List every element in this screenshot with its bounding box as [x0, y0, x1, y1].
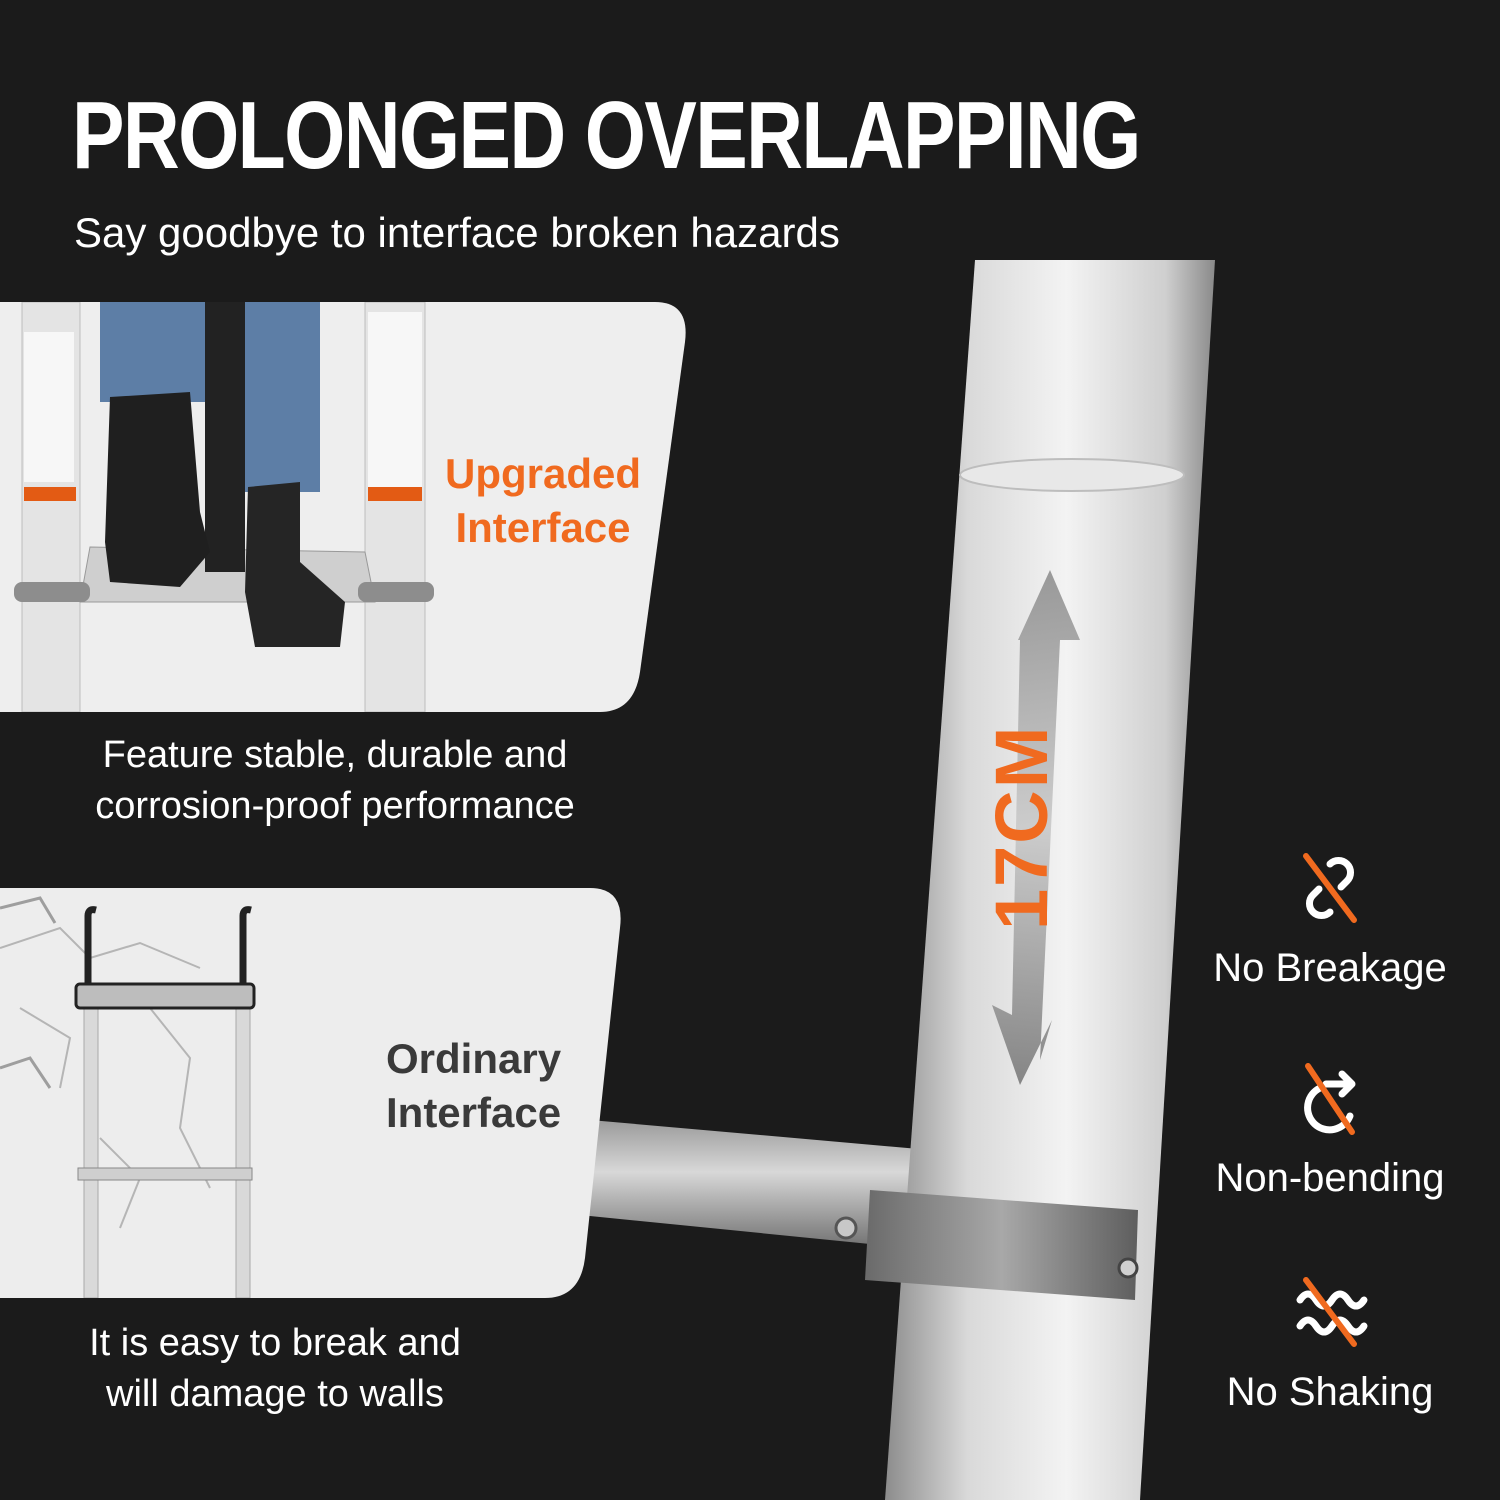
ordinary-interface-label: Ordinary Interface [386, 1032, 586, 1140]
upgraded-label-line1: Upgraded [444, 450, 641, 497]
ordinary-description: It is easy to break and will damage to w… [40, 1318, 510, 1420]
no-shake-icon [1296, 1277, 1368, 1347]
broken-link-icon [1303, 853, 1357, 923]
feature-label: Non-bending [1215, 1156, 1445, 1200]
ordinary-label-line1: Ordinary [386, 1035, 562, 1082]
feature-non-bending: Non-bending [1190, 1058, 1470, 1200]
feature-no-breakage: No Breakage [1190, 848, 1470, 990]
ordinary-label-line2: Interface [386, 1089, 562, 1136]
no-bend-icon [1304, 1063, 1356, 1135]
ordinary-ladder-photo [0, 888, 621, 1298]
upgraded-interface-label: Upgraded Interface [438, 447, 648, 555]
upgraded-description-line1: Feature stable, durable and [102, 734, 568, 776]
overlap-length-label: 17CM [980, 724, 1063, 930]
upgraded-ladder-photo [0, 302, 686, 712]
feature-no-shaking: No Shaking [1190, 1272, 1470, 1414]
subheadline: Say goodbye to interface broken hazards [74, 209, 840, 256]
upgraded-description-line2: corrosion-proof performance [95, 785, 575, 827]
ordinary-description-line2: will damage to walls [106, 1373, 444, 1415]
feature-label: No Shaking [1226, 1370, 1434, 1414]
ordinary-description-line1: It is easy to break and [89, 1322, 461, 1364]
upgraded-interface-panel: Upgraded Interface [0, 302, 690, 712]
ordinary-interface-panel: Ordinary Interface [0, 888, 625, 1298]
upgraded-description: Feature stable, durable and corrosion-pr… [40, 730, 630, 832]
feature-label: No Breakage [1213, 946, 1447, 990]
upgraded-label-line2: Interface [455, 504, 631, 551]
headline: PROLONGED OVERLAPPING [72, 82, 1141, 189]
